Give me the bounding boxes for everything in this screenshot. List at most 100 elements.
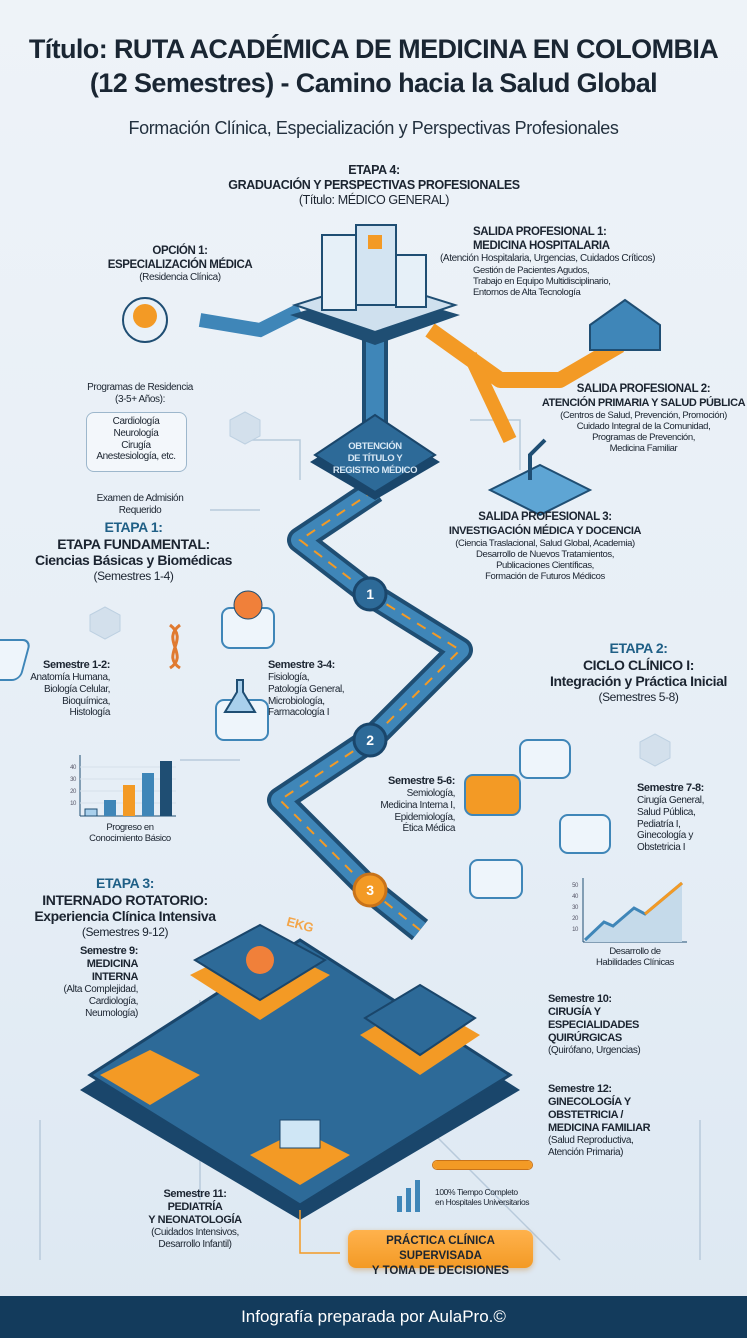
practica-line: Y TOMA DE DECISIONES xyxy=(371,1264,510,1277)
page-title-line2: (12 Semestres) - Camino hacia la Salud G… xyxy=(89,68,658,98)
tiempo-bars-icon xyxy=(397,1180,420,1212)
subject: Desarrollo Infantil) xyxy=(158,1238,232,1250)
bar xyxy=(160,761,172,816)
salida2-title: ATENCIÓN PRIMARIA Y SALUD PÚBLICA xyxy=(541,396,746,409)
opcion1-label: OPCIÓN 1: xyxy=(152,245,208,257)
etapa1-subtitle: Ciencias Básicas y Biomédicas xyxy=(35,552,232,569)
tick-label: 30 xyxy=(70,777,76,783)
salida2-detail: Medicina Familiar xyxy=(609,443,678,455)
flask-icon xyxy=(223,679,257,713)
etapa4-block: ETAPA 4: GRADUACIÓN Y PERSPECTIVAS PROFE… xyxy=(174,163,574,207)
etapa1-label: ETAPA 1: xyxy=(104,519,163,535)
obtencion-box: OBTENCIÓN DE TÍTULO Y REGISTRO MÉDICO xyxy=(315,441,435,477)
semestre-3-4: Semestre 3-4: Fisiología, Patología Gene… xyxy=(268,659,388,719)
caption-line: Conocimiento Básico xyxy=(89,833,171,845)
residencia-heading-line: (3-5+ Años): xyxy=(115,393,165,405)
incubator-icon xyxy=(279,1119,321,1149)
salida2-label: SALIDA PROFESIONAL 2: xyxy=(576,383,711,395)
residencia-heading: Programas de Residencia (3-5+ Años): xyxy=(50,382,230,406)
subject: Farmacología I xyxy=(268,707,330,719)
tick-label: 20 xyxy=(70,789,76,795)
footer: Infografía preparada por AulaPro.© xyxy=(0,1296,747,1338)
heart-icon xyxy=(233,590,263,620)
semestre-12: Semestre 12: GINECOLOGÍA Y OBSTETRICIA /… xyxy=(548,1083,747,1158)
bar-chart-ticks: 40 30 20 10 xyxy=(58,762,76,810)
semestre-label: Semestre 3-4: xyxy=(268,659,335,671)
house-icon xyxy=(589,298,661,351)
semestre-label: Semestre 5-6: xyxy=(388,775,455,787)
rotation-title: PEDIATRÍA xyxy=(167,1200,223,1213)
obtencion-line: OBTENCIÓN xyxy=(348,441,402,452)
examen-line: Examen de Admisión xyxy=(96,493,184,504)
salida1-title: MEDICINA HOSPITALARIA xyxy=(473,239,610,252)
dna-icon xyxy=(169,623,181,670)
salida2-detail: Programas de Prevención, xyxy=(592,431,695,443)
skills-line-chart xyxy=(582,878,687,943)
subject: (Salud Reproductiva, xyxy=(548,1134,634,1146)
subject: Ética Médica xyxy=(402,823,456,835)
semestre-10: Semestre 10: CIRUGÍA Y ESPECIALIDADES QU… xyxy=(548,993,747,1057)
rotation-title: ESPECIALIDADES xyxy=(548,1018,639,1031)
subject: Histología xyxy=(69,707,111,719)
salida2-block: SALIDA PROFESIONAL 2: ATENCIÓN PRIMARIA … xyxy=(540,383,747,454)
semestre-7-8: Semestre 7-8: Cirugía General, Salud Púb… xyxy=(637,782,747,854)
rotation-title: Y NEONATOLOGÍA xyxy=(148,1213,242,1226)
semestre-11: Semestre 11: PEDIATRÍA Y NEONATOLOGÍA (C… xyxy=(120,1188,270,1251)
etapa4-title: GRADUACIÓN Y PERSPECTIVAS PROFESIONALES xyxy=(228,177,520,192)
tiempo-text: 100% Tiempo Completo en Hospitales Unive… xyxy=(435,1187,585,1207)
step-1-number: 1 xyxy=(366,586,374,602)
salida1-details: Gestión de Pacientes Agudos, Trabajo en … xyxy=(440,265,740,299)
internship-platform xyxy=(80,923,520,1220)
rotation-title: OBSTETRICIA / xyxy=(548,1108,624,1121)
opcion1-note: (Residencia Clínica) xyxy=(139,272,221,284)
page-subtitle: Formación Clínica, Especialización y Per… xyxy=(128,118,619,138)
residencia-item: Anestesiología, etc. xyxy=(96,451,176,463)
etapa1-title: ETAPA FUNDAMENTAL: xyxy=(57,535,210,552)
salida3-detail: Formación de Futuros Médicos xyxy=(485,571,605,583)
semestre-label: Semestre 1-2: xyxy=(43,659,110,671)
step-2-number: 2 xyxy=(366,732,374,748)
etapa3-label: ETAPA 3: xyxy=(96,875,154,891)
connector-arrow xyxy=(299,1210,340,1254)
tiempo-progress-bar xyxy=(432,1160,533,1170)
salida1-note: (Atención Hospitalaria, Urgencias, Cuida… xyxy=(440,253,656,265)
salida3-block: SALIDA PROFESIONAL 3: INVESTIGACIÓN MÉDI… xyxy=(430,511,660,582)
subject: Microbiología, xyxy=(268,695,325,707)
semestre-label: Semestre 9: xyxy=(80,945,138,957)
obtencion-shape xyxy=(310,413,440,500)
residencia-list: Cardiología Neurología Cirugía Anestesio… xyxy=(80,416,192,463)
etapa1-block: ETAPA 1: ETAPA FUNDAMENTAL: Ciencias Bás… xyxy=(0,519,267,583)
tick-label: 40 xyxy=(572,894,578,900)
subject: (Quirófano, Urgencias) xyxy=(548,1044,641,1056)
etapa2-subtitle: Integración y Práctica Inicial xyxy=(549,673,728,690)
caption-line: Habilidades Clínicas xyxy=(595,957,675,969)
semestre-9: Semestre 9: MEDICINA INTERNA (Alta Compl… xyxy=(20,945,138,1019)
subject: Cirugía General, xyxy=(637,794,704,806)
etapa4-note: (Título: MÉDICO GENERAL) xyxy=(298,192,450,207)
progress-bar-chart xyxy=(79,755,176,817)
subject: Semiología, xyxy=(406,787,456,799)
bar xyxy=(104,800,116,816)
hexagon-decor xyxy=(89,411,671,767)
rotation-title: MEDICINA FAMILIAR xyxy=(548,1121,651,1134)
etapa1-note: (Semestres 1-4) xyxy=(93,568,174,583)
opcion1-title: ESPECIALIZACIÓN MÉDICA xyxy=(107,258,253,271)
semestre-1-2: Semestre 1-2: Anatomía Humana, Biología … xyxy=(0,659,110,719)
bar xyxy=(123,785,135,816)
bar-chart-caption: Progreso en Conocimiento Básico xyxy=(60,822,200,844)
subject: (Alta Complejidad, xyxy=(63,983,138,995)
salida3-title: INVESTIGACIÓN MÉDICA Y DOCENCIA xyxy=(448,524,642,537)
subject: Neumología) xyxy=(85,1007,138,1019)
page-title-line1: Título: RUTA ACADÉMICA DE MEDICINA EN CO… xyxy=(28,34,719,64)
rotation-title: QUIRÚRGICAS xyxy=(548,1031,622,1044)
etapa4-label: ETAPA 4: xyxy=(348,163,400,177)
subject: Anatomía Humana, xyxy=(30,671,110,683)
salida1-block: SALIDA PROFESIONAL 1: MEDICINA HOSPITALA… xyxy=(440,226,740,299)
research-platform xyxy=(487,438,593,517)
practica-line: PRÁCTICA CLÍNICA SUPERVISADA xyxy=(386,1235,495,1262)
subject: Pediatría I, xyxy=(637,818,681,830)
salida3-note: (Ciencia Traslacional, Salud Global, Aca… xyxy=(455,537,635,549)
step-1-circle xyxy=(352,576,388,612)
subject: Bioquímica, xyxy=(62,695,110,707)
